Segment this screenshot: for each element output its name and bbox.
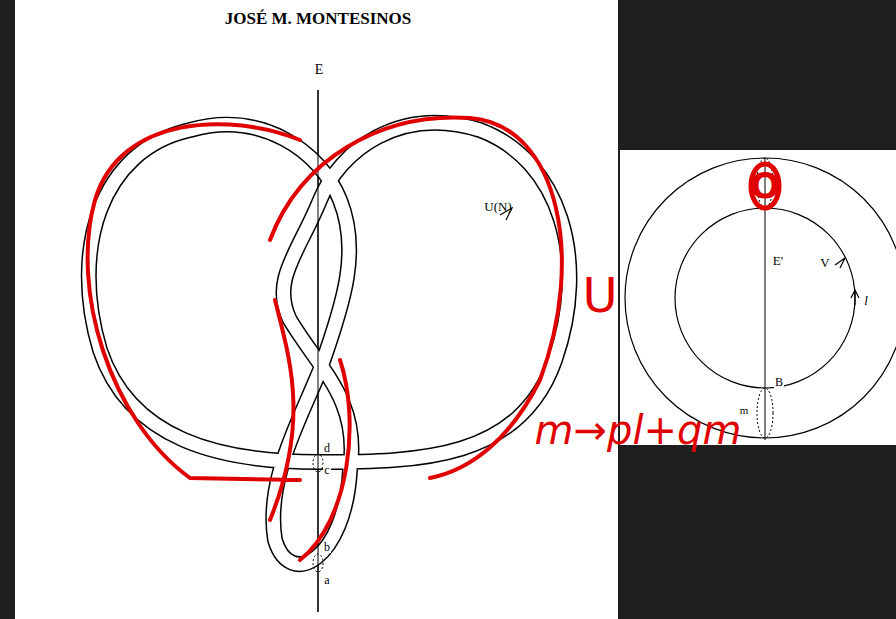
point-label: c xyxy=(323,464,330,476)
right-panel xyxy=(620,150,896,445)
handwritten-note: U xyxy=(582,271,617,319)
point-label: b xyxy=(323,541,331,553)
handwritten-note: m→pl+qm xyxy=(535,410,742,450)
point-label: d xyxy=(323,442,331,454)
region-label: U(N) xyxy=(484,200,511,213)
point-label: B xyxy=(774,376,784,388)
running-head: JOSÉ M. MONTESINOS xyxy=(225,10,412,27)
handwritten-note: O xyxy=(750,168,781,204)
region-label: V xyxy=(820,256,829,269)
curve-label: l xyxy=(864,294,868,307)
point-label: a xyxy=(323,574,330,586)
axis-label: E xyxy=(314,63,325,77)
left-panel xyxy=(15,0,618,619)
axis-label: E' xyxy=(772,254,784,267)
